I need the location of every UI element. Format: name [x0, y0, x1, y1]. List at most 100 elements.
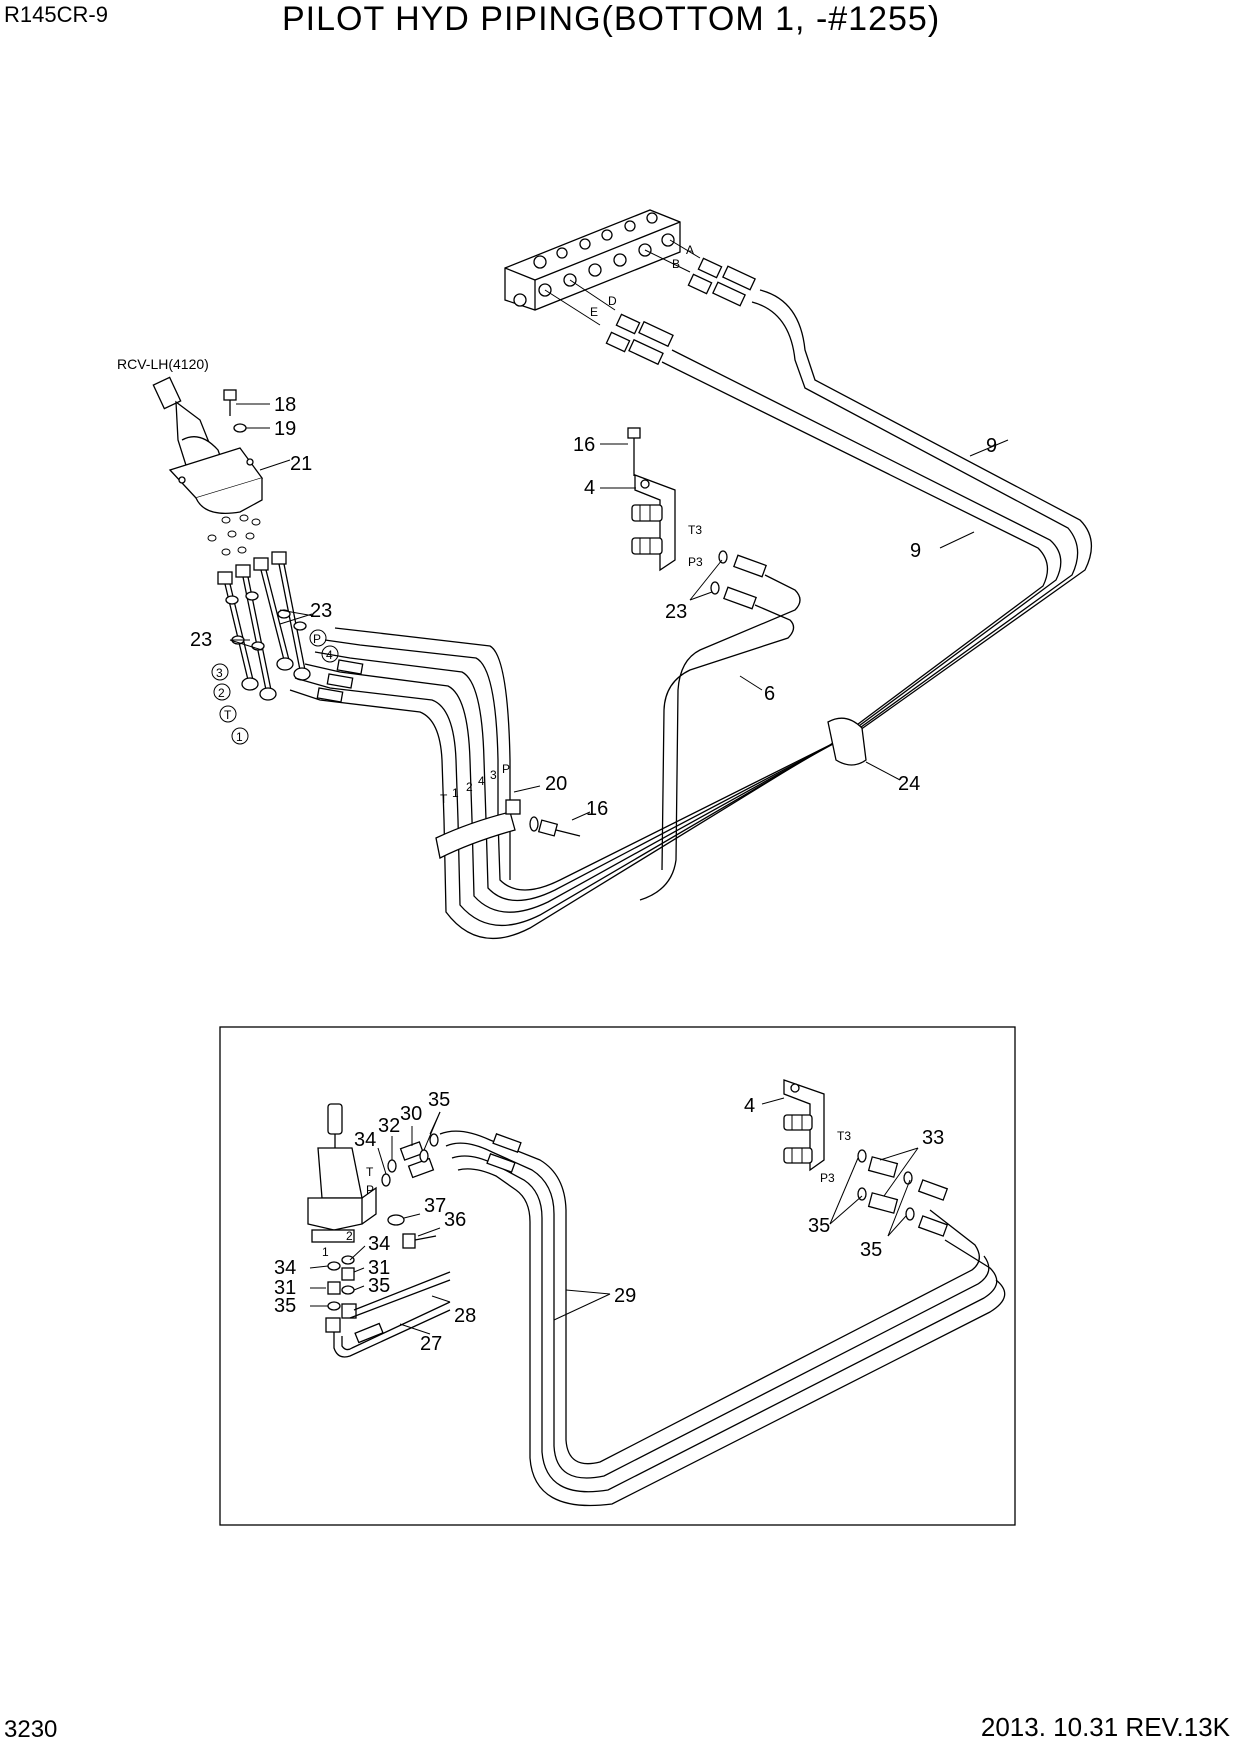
inset-bracket-port-t3: T3 [837, 1129, 851, 1143]
bracket-port-t3: T3 [688, 523, 702, 537]
inset-callout-32: 32 [378, 1115, 400, 1137]
inset-callout-37: 37 [424, 1195, 446, 1217]
svg-text:20: 20 [545, 773, 567, 795]
revision-date: 2013. 10.31 REV.13K [980, 1712, 1230, 1742]
rcv-port-fittings [217, 551, 311, 701]
bolt-18 [223, 389, 237, 416]
inset-callout-28: 28 [454, 1305, 476, 1327]
svg-text:4: 4 [584, 477, 595, 499]
svg-text:9: 9 [910, 540, 921, 562]
rcv-tube-bundle [289, 627, 511, 880]
svg-text:23: 23 [190, 629, 212, 651]
inset-callout-27: 27 [420, 1333, 442, 1355]
port-letter-e: E [590, 305, 598, 319]
inset-bracket-4 [783, 1079, 825, 1172]
callout-4: 4 [584, 477, 595, 499]
callout-20: 20 [545, 773, 567, 795]
page-title: PILOT HYD PIPING(BOTTOM 1, -#1255) [282, 0, 941, 38]
inset-callout-35-lower-left: 35 [808, 1215, 830, 1237]
inset-elbows-33 [857, 1149, 949, 1237]
callout-19: 19 [274, 418, 296, 440]
inset-hose-29 [439, 1130, 1006, 1507]
tube-marks: T 1 2 4 3 P [440, 762, 510, 806]
svg-text:4: 4 [744, 1095, 755, 1117]
inset-callout-35-top: 35 [428, 1089, 450, 1111]
svg-text:28: 28 [454, 1305, 476, 1327]
svg-text:T3: T3 [688, 523, 702, 537]
svg-text:35: 35 [274, 1295, 296, 1317]
callout-23-left: 23 [190, 629, 212, 651]
svg-text:P3: P3 [820, 1171, 835, 1185]
inset-callout-31-right: 31 [368, 1257, 390, 1279]
callout-23-bracket: 23 [665, 601, 687, 623]
svg-text:1: 1 [322, 1245, 329, 1259]
pilot-manifold-block [504, 209, 681, 311]
bracket-port-p3: P3 [688, 555, 703, 569]
inset-callout-36: 36 [444, 1209, 466, 1231]
inset-frame [219, 1026, 1016, 1526]
inset-callout-34-left: 34 [274, 1257, 296, 1279]
svg-text:29: 29 [614, 1285, 636, 1307]
inset-bottom-fittings [325, 1255, 357, 1333]
orings-23-bracket [710, 550, 728, 595]
svg-text:T: T [440, 792, 448, 806]
inset-callout-35-right: 35 [368, 1275, 390, 1297]
svg-text:21: 21 [290, 453, 312, 475]
svg-text:P: P [366, 1183, 374, 1197]
svg-text:30: 30 [400, 1103, 422, 1125]
callout-16-lower: 16 [586, 798, 608, 820]
main-leaders [229, 403, 1009, 821]
port-letter-b: B [672, 257, 680, 271]
inset-callout-35-lower-right: 35 [860, 1239, 882, 1261]
callout-16: 16 [573, 434, 595, 456]
inset-callout-31-left: 31 [274, 1277, 296, 1299]
svg-text:35: 35 [808, 1215, 830, 1237]
inset-top-fittings [381, 1133, 439, 1187]
clamp-20 [435, 799, 521, 859]
svg-text:2: 2 [218, 686, 225, 700]
inset-callout-33: 33 [922, 1127, 944, 1149]
svg-text:3: 3 [216, 666, 223, 680]
svg-text:9: 9 [986, 435, 997, 457]
bolt-16-top [627, 427, 641, 476]
bolt-16-lower [529, 816, 581, 837]
rcv-small-orings [207, 514, 261, 556]
svg-text:B: B [672, 257, 680, 271]
svg-text:34: 34 [368, 1233, 390, 1255]
callout-23-right: 23 [310, 600, 332, 622]
callout-9-upper: 9 [986, 435, 997, 457]
inset-callout-4: 4 [744, 1095, 755, 1117]
svg-text:18: 18 [274, 394, 296, 416]
inset-bracket-port-p3: P3 [820, 1171, 835, 1185]
svg-text:31: 31 [274, 1277, 296, 1299]
svg-text:RCV-LH(4120): RCV-LH(4120) [117, 356, 209, 372]
callout-24: 24 [898, 773, 920, 795]
svg-text:36: 36 [444, 1209, 466, 1231]
svg-text:31: 31 [368, 1257, 390, 1279]
svg-text:4: 4 [478, 774, 485, 788]
inset-callout-29: 29 [614, 1285, 636, 1307]
model-code: R145CR-9 [4, 2, 108, 27]
inset-pedal-valve: T P 1 2 [307, 1103, 377, 1259]
callout-21: 21 [290, 453, 312, 475]
svg-text:E: E [590, 305, 598, 319]
hose-6 [639, 554, 801, 901]
lower-tube-run [443, 729, 861, 940]
svg-text:3: 3 [490, 768, 497, 782]
svg-text:32: 32 [378, 1115, 400, 1137]
svg-text:A: A [686, 243, 694, 257]
svg-text:4: 4 [326, 648, 333, 662]
svg-text:16: 16 [586, 798, 608, 820]
svg-text:34: 34 [274, 1257, 296, 1279]
svg-text:27: 27 [420, 1333, 442, 1355]
port-letter-a: A [686, 243, 694, 257]
inset-callout-30: 30 [400, 1103, 422, 1125]
svg-text:T: T [224, 708, 232, 722]
svg-text:1: 1 [236, 730, 243, 744]
svg-text:35: 35 [428, 1089, 450, 1111]
manifold-hose-fittings [605, 257, 756, 366]
svg-text:T3: T3 [837, 1129, 851, 1143]
rcv-label: RCV-LH(4120) [117, 356, 209, 372]
inset-washer-37 [387, 1214, 405, 1226]
callout-18: 18 [274, 394, 296, 416]
